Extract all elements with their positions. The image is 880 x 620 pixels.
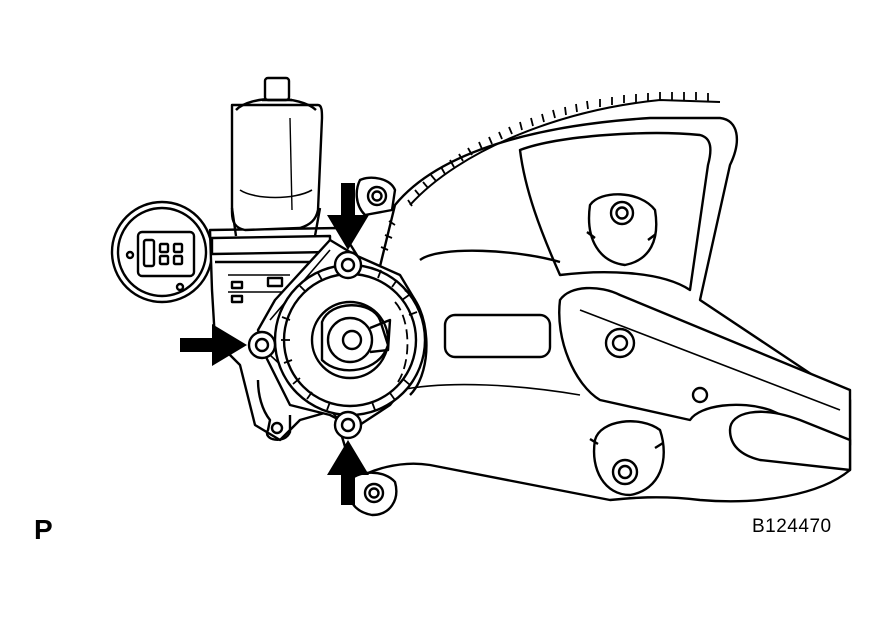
motor-body [230,103,324,232]
sector-gear-teeth [409,99,721,206]
lift-arm [558,286,852,447]
down-arrow-icon [327,183,369,250]
regulator-arm-assembly [338,92,852,517]
arm-small-hole [691,386,709,404]
left-bolt [247,330,277,360]
motor-end-cap [263,76,291,102]
arm-slot [443,313,552,359]
callout-arrows [180,183,369,505]
view-letter-label: P [34,514,53,545]
drum-center-shaft [341,329,363,351]
gear-drum [256,238,428,430]
figure-id-label: B124470 [752,516,832,537]
bottom-bolt [333,410,363,440]
up-arrow-icon [327,440,369,505]
housing-screw [270,421,284,435]
right-arrow-icon [180,324,247,366]
top-bolt [333,250,363,280]
gear-teeth-row [380,92,709,251]
mounting-bolts [247,250,363,440]
